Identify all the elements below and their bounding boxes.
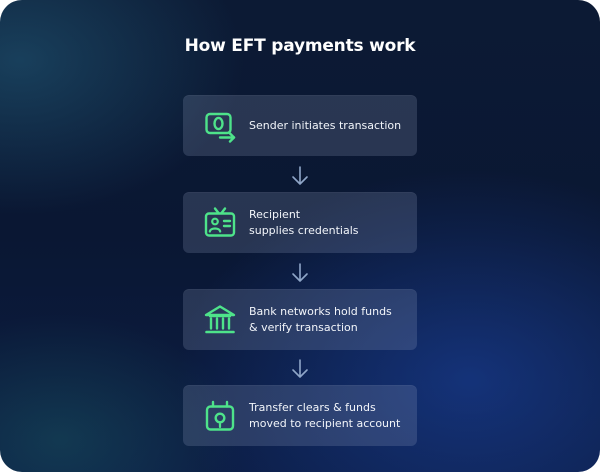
step-initiate: Sender initiates transaction bbox=[183, 95, 417, 156]
arrow-down-icon bbox=[292, 166, 308, 185]
step-label: Sender initiates transaction bbox=[249, 118, 402, 132]
step-label: Bank networks hold funds & verify transa… bbox=[249, 304, 392, 334]
step-credentials: Recipient supplies credentials bbox=[183, 192, 417, 253]
diagram-title: How EFT payments work bbox=[184, 36, 416, 56]
step-bank-verify: Bank networks hold funds & verify transa… bbox=[183, 289, 417, 350]
step-transfer-clears: Transfer clears & funds moved to recipie… bbox=[183, 385, 417, 446]
step-label: Transfer clears & funds moved to recipie… bbox=[249, 400, 401, 430]
id-badge-icon bbox=[204, 206, 236, 237]
step-label: Recipient supplies credentials bbox=[249, 207, 359, 237]
wallet-icon bbox=[205, 400, 235, 431]
arrow-down-icon bbox=[292, 263, 308, 282]
bank-icon bbox=[204, 304, 236, 333]
money-transfer-icon bbox=[205, 112, 236, 143]
arrow-down-icon bbox=[292, 359, 308, 378]
